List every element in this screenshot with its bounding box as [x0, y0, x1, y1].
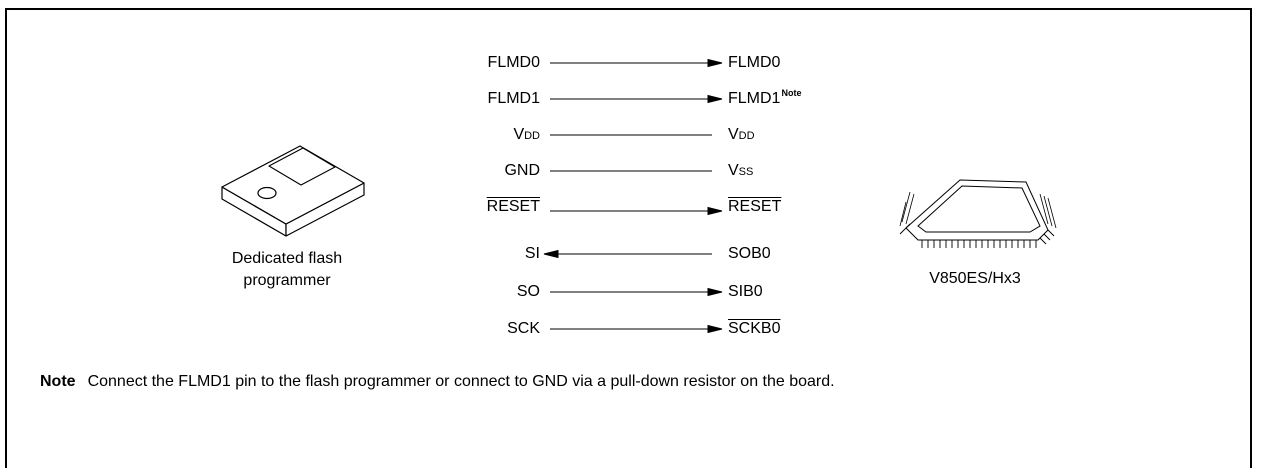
arrowhead-flmd0: [707, 58, 723, 68]
programmer-caption-line1: Dedicated flash: [231, 250, 343, 267]
right-label-reset: RESET: [728, 198, 782, 215]
arrowhead-reset: [707, 206, 723, 216]
left-label-so: SO: [516, 283, 540, 300]
right-label-sib0: SIB0: [728, 283, 763, 300]
right-label-sckb0: SCKB0: [728, 320, 781, 337]
right-label-vdd: VDD: [728, 126, 755, 143]
programmer-caption: Dedicated flash programmer: [192, 248, 382, 292]
note-mark: Note: [781, 88, 802, 98]
left-label-si: SI: [524, 245, 540, 262]
microcontroller-chip-icon: [899, 179, 1057, 248]
arrowhead-so: [707, 287, 723, 297]
arrowhead-sck: [707, 324, 723, 334]
left-label-flmd1: FLMD1: [487, 90, 540, 107]
left-label-vdd: VDD: [513, 126, 540, 143]
figure-frame: [5, 8, 1252, 468]
arrowhead-flmd1: [707, 94, 723, 104]
left-label-gnd: GND: [504, 162, 540, 179]
programmer-caption-line2: programmer: [243, 272, 331, 289]
note-text: Connect the FLMD1 pin to the flash progr…: [87, 373, 835, 390]
left-label-flmd0: FLMD0: [487, 54, 540, 71]
flash-programmer-icon: [221, 145, 365, 237]
connection-diagram: [221, 58, 1057, 334]
arrowhead-si: [543, 249, 559, 259]
left-label-reset: RESET: [486, 198, 540, 215]
note-line: Note Connect the FLMD1 pin to the flash p…: [40, 373, 835, 391]
right-label-flmd0: FLMD0: [728, 54, 781, 71]
right-label-flmd1: FLMD1Note: [728, 88, 802, 107]
right-label-sob0: SOB0: [728, 245, 771, 262]
left-label-sck: SCK: [507, 320, 540, 337]
note-label: Note: [40, 373, 76, 390]
right-label-vss: VSS: [728, 162, 754, 179]
device-caption: V850ES/Hx3: [929, 270, 1021, 287]
